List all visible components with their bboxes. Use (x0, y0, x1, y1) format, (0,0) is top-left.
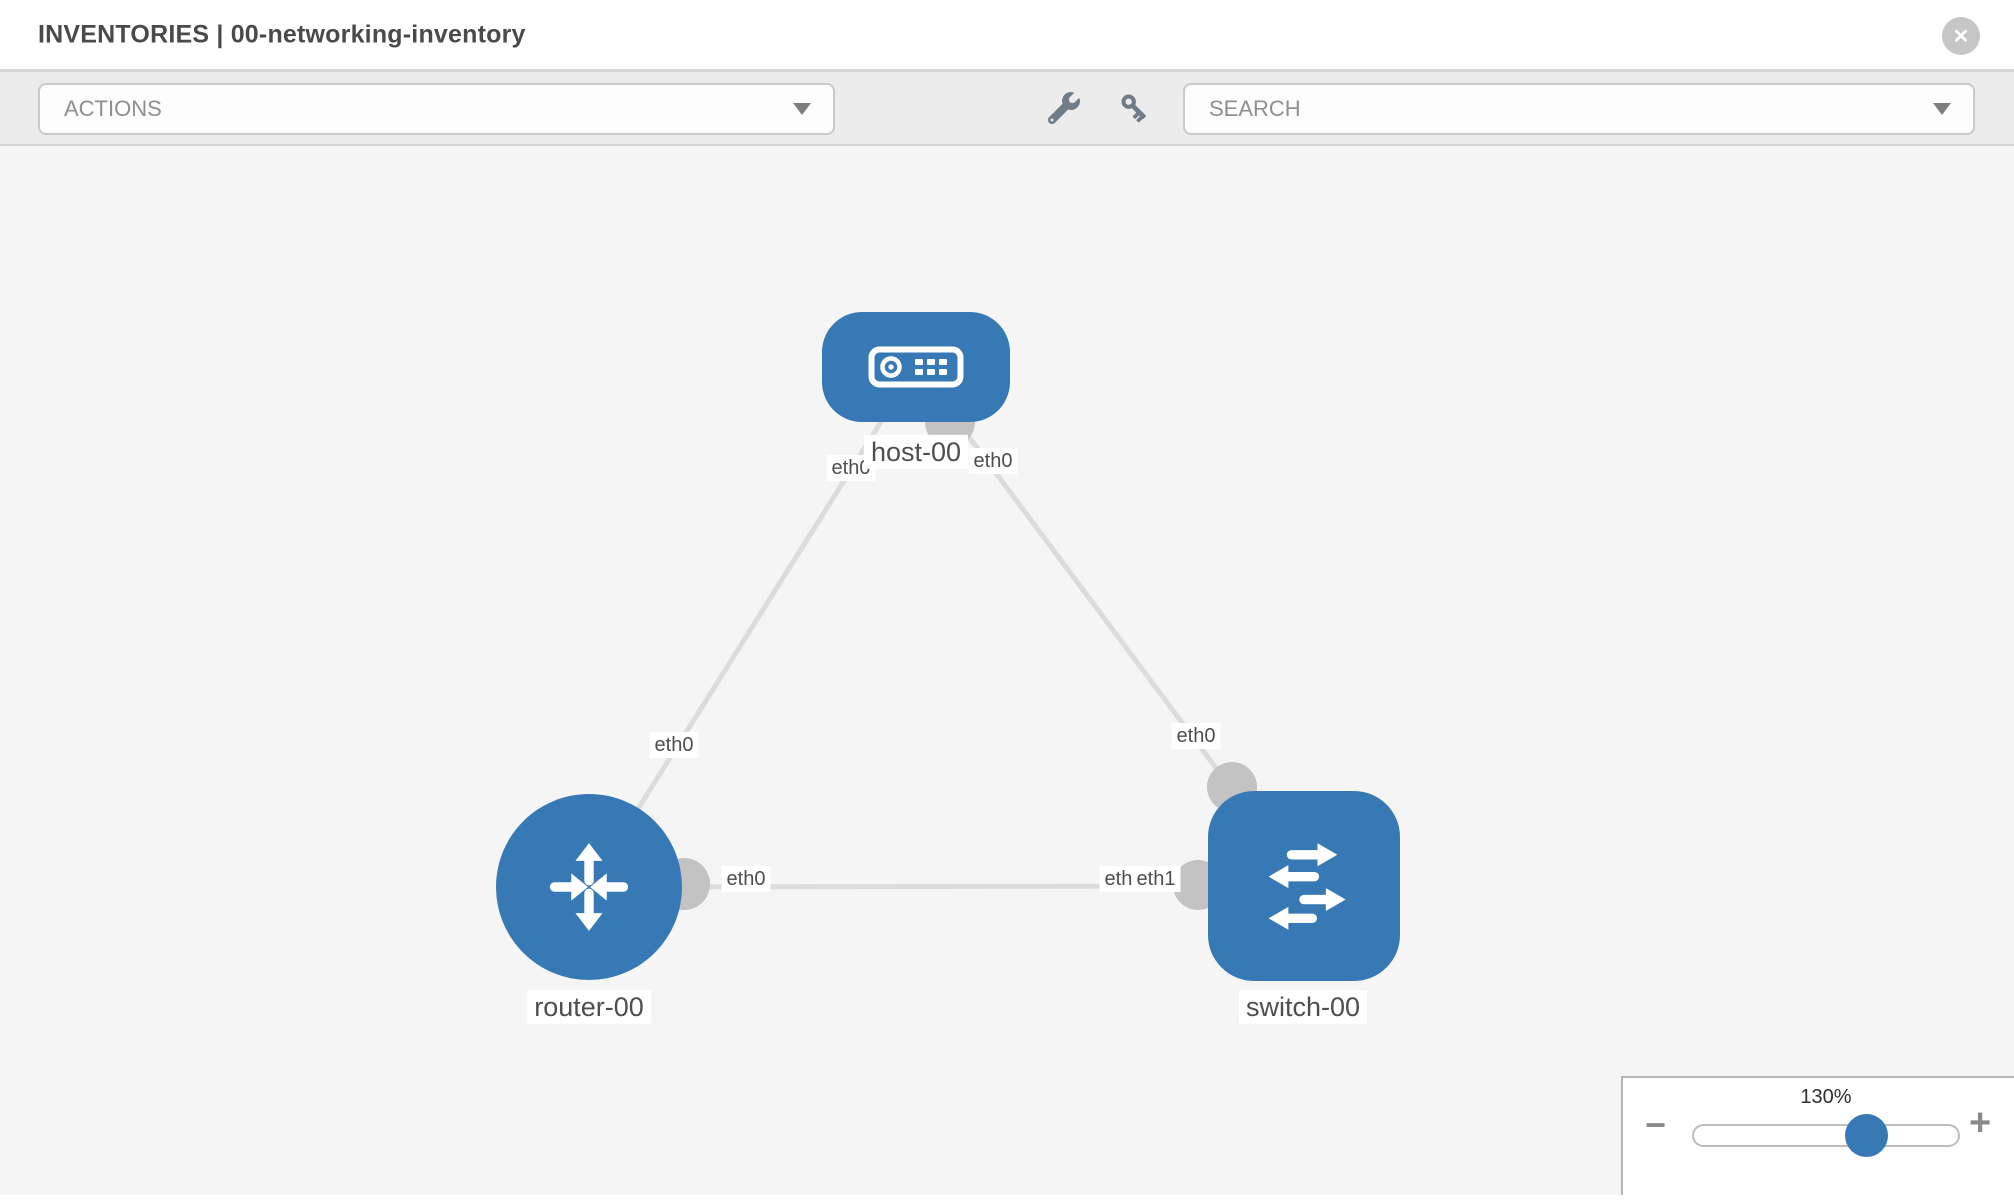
zoom-slider-track[interactable] (1692, 1114, 1960, 1157)
host-device-icon (868, 346, 964, 388)
credentials-button[interactable] (1118, 91, 1152, 125)
close-button[interactable]: ✕ (1942, 17, 1980, 55)
interface-label-router-side: eth0 (721, 866, 771, 892)
key-icon (1121, 94, 1146, 123)
page-header: INVENTORIES | 00-networking-inventory ✕ (0, 0, 2014, 72)
zoom-control-panel: 130% − + (1621, 1076, 2014, 1195)
node-label-host-00: host-00 (863, 434, 969, 470)
page-title: INVENTORIES | 00-networking-inventory (38, 20, 526, 48)
actions-dropdown-label: ACTIONS (64, 96, 162, 121)
toolbar: ACTIONS SEARCH (0, 72, 2014, 146)
configure-button[interactable] (1047, 92, 1080, 125)
search-dropdown[interactable]: SEARCH (1183, 83, 1975, 135)
actions-dropdown[interactable]: ACTIONS (38, 83, 835, 135)
node-host-00[interactable] (822, 312, 1010, 422)
topology-links-layer (586, 364, 1307, 910)
zoom-in-button[interactable]: + (1969, 1102, 1992, 1144)
close-icon: ✕ (1952, 25, 1970, 48)
link-router-switch (588, 883, 1305, 890)
chevron-down-icon (1933, 103, 1951, 115)
node-label-router-00: router-00 (527, 989, 651, 1025)
interface-label-host-router-link: eth0 (649, 732, 699, 758)
node-label-switch-00: switch-00 (1238, 989, 1368, 1025)
wrench-icon (1047, 92, 1080, 125)
search-dropdown-label: SEARCH (1209, 96, 1301, 121)
interface-label-host-right: eth0 (968, 448, 1018, 474)
switch-icon (1268, 843, 1346, 930)
zoom-level-value: 130% (1800, 1086, 1852, 1108)
topology-canvas[interactable]: host-00 router-00 switch-00 eth0 eth0 et… (0, 146, 2014, 1195)
zoom-out-button[interactable]: − (1645, 1104, 1667, 1145)
interface-label-host-switch-link: eth0 (1171, 723, 1221, 749)
router-icon (549, 843, 629, 931)
chevron-down-icon (793, 103, 811, 115)
zoom-slider-knob[interactable] (1845, 1114, 1888, 1157)
interface-label-switch-side-front: eth1 (1131, 866, 1181, 892)
node-switch-00[interactable] (1208, 791, 1400, 981)
node-router-00[interactable] (496, 794, 682, 980)
